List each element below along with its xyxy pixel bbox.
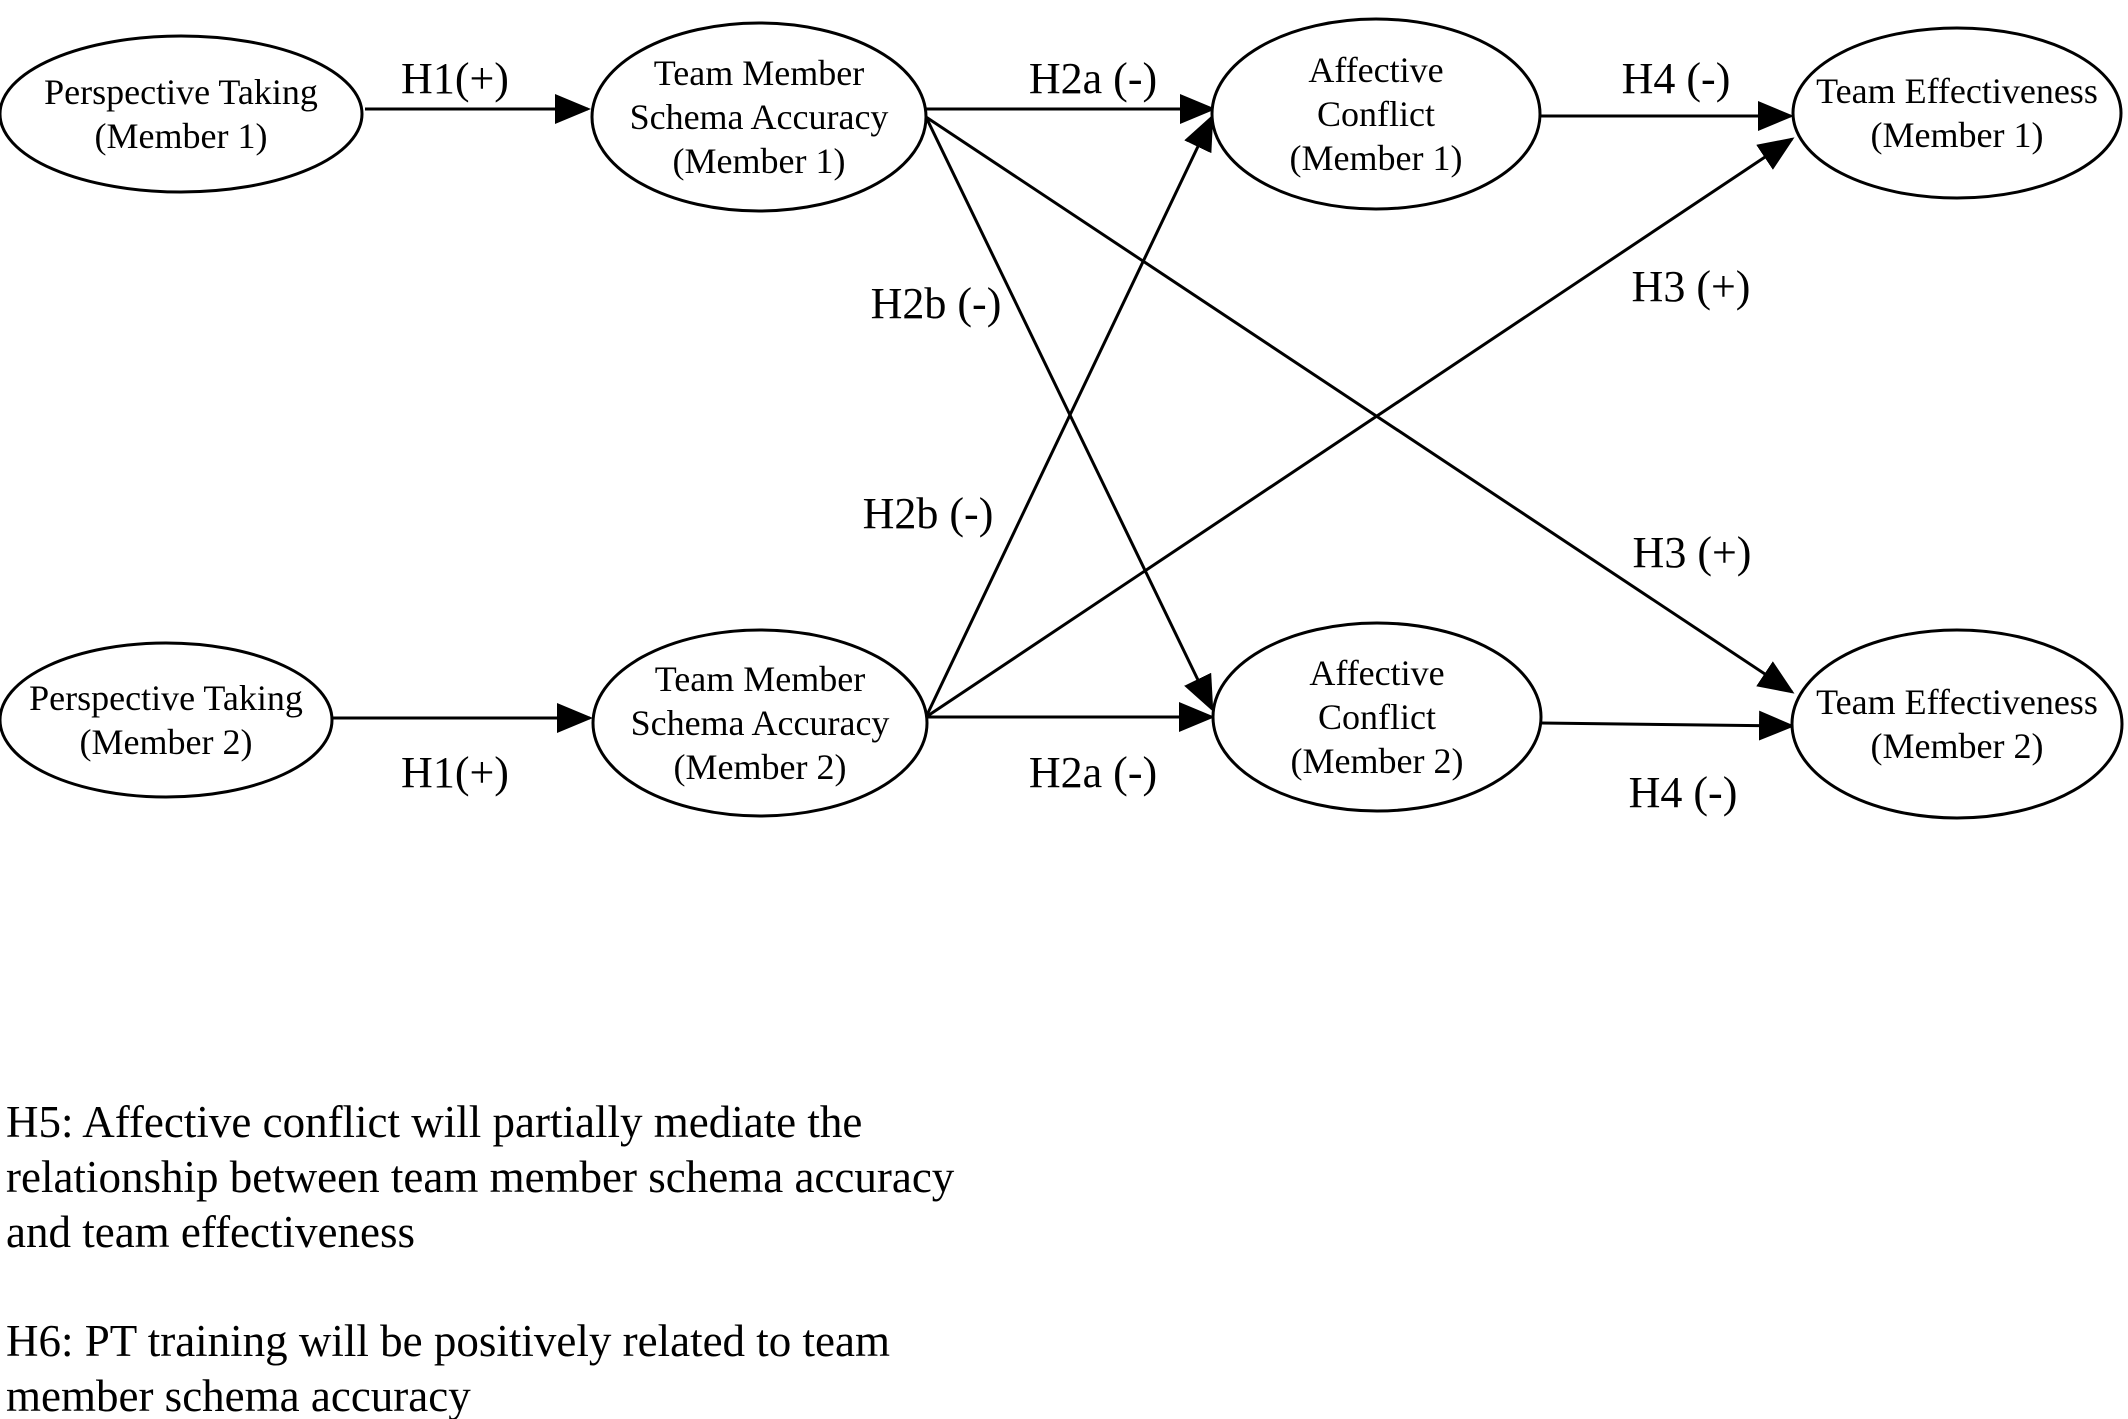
edge-label-h2a-m2: H2a (-) bbox=[1029, 748, 1157, 797]
edge-h3-m2-to-m1-arrow bbox=[925, 137, 1795, 719]
edge-label-h1-m1: H1(+) bbox=[401, 54, 509, 103]
edge-h3-m1-to-m2-arrow bbox=[925, 115, 1795, 694]
edges-layer bbox=[333, 94, 1795, 741]
node-ac2-label-line: (Member 2) bbox=[1291, 741, 1464, 781]
nodes-layer: Perspective Taking(Member 1)Team MemberS… bbox=[0, 17, 2124, 820]
node-te1-ellipse bbox=[1791, 26, 2123, 200]
node-pt1: Perspective Taking(Member 1) bbox=[0, 34, 364, 194]
note-h6-line: H6: PT training will be positively relat… bbox=[6, 1316, 890, 1366]
node-ac2-label-line: Affective bbox=[1309, 653, 1444, 693]
edge-h2b-m2-to-m1-arrow bbox=[924, 114, 1214, 718]
edge-label-h3-m1-to-m2: H3 (+) bbox=[1633, 528, 1752, 577]
node-pt2-label-line: (Member 2) bbox=[80, 722, 253, 762]
node-pt2-label-line: Perspective Taking bbox=[29, 678, 303, 718]
note-h5-line: and team effectiveness bbox=[6, 1207, 415, 1257]
node-ac1-label-line: Affective bbox=[1308, 50, 1443, 90]
node-pt2: Perspective Taking(Member 2) bbox=[0, 641, 334, 799]
node-tmsa1-ellipse bbox=[590, 21, 928, 213]
node-te2-label-line: Team Effectiveness bbox=[1816, 682, 2098, 722]
node-tmsa2-label-line: (Member 2) bbox=[674, 747, 847, 787]
note-h5-line: H5: Affective conflict will partially me… bbox=[6, 1097, 862, 1147]
note-h6: H6: PT training will be positively relat… bbox=[6, 1316, 890, 1419]
node-pt1-ellipse bbox=[0, 34, 364, 194]
edge-label-h1-m2: H1(+) bbox=[401, 748, 509, 797]
node-pt2-ellipse bbox=[0, 641, 334, 799]
node-tmsa2-ellipse bbox=[591, 628, 929, 818]
node-pt1-label-line: (Member 1) bbox=[95, 116, 268, 156]
note-h6-line: member schema accuracy bbox=[6, 1371, 471, 1419]
node-ac1-label-line: Conflict bbox=[1317, 94, 1435, 134]
edge-label-h4-m1: H4 (-) bbox=[1622, 54, 1731, 103]
node-tmsa1-label-line: (Member 1) bbox=[673, 141, 846, 181]
node-ac1-label-line: (Member 1) bbox=[1290, 138, 1463, 178]
node-ac1-ellipse bbox=[1210, 17, 1542, 211]
edge-label-h2b-m1-to-m2: H2b (-) bbox=[871, 279, 1002, 328]
notes-layer: H5: Affective conflict will partially me… bbox=[6, 1097, 955, 1419]
node-te1-label-line: (Member 1) bbox=[1871, 115, 2044, 155]
edge-label-h2b-m2-to-m1: H2b (-) bbox=[863, 489, 994, 538]
edge-label-h2a-m1: H2a (-) bbox=[1029, 54, 1157, 103]
edge-h2b-m1-to-m2-arrow bbox=[924, 116, 1214, 712]
note-h5-line: relationship between team member schema … bbox=[6, 1152, 955, 1202]
node-ac2-label-line: Conflict bbox=[1318, 697, 1436, 737]
note-h5: H5: Affective conflict will partially me… bbox=[6, 1097, 955, 1257]
node-tmsa1-label-line: Schema Accuracy bbox=[630, 97, 889, 137]
node-te2-ellipse bbox=[1790, 628, 2124, 820]
edge-h4-m2-arrow bbox=[1540, 710, 1795, 741]
node-te1-label-line: Team Effectiveness bbox=[1816, 71, 2098, 111]
node-ac2-ellipse bbox=[1211, 621, 1543, 813]
node-te2: Team Effectiveness(Member 2) bbox=[1790, 628, 2124, 820]
node-tmsa2-label-line: Schema Accuracy bbox=[631, 703, 890, 743]
node-pt1-label-line: Perspective Taking bbox=[44, 72, 318, 112]
edge-label-h3-m2-to-m1: H3 (+) bbox=[1632, 262, 1751, 311]
node-tmsa1-label-line: Team Member bbox=[654, 53, 864, 93]
node-te2-label-line: (Member 2) bbox=[1871, 726, 2044, 766]
node-tmsa2-label-line: Team Member bbox=[655, 659, 865, 699]
node-te1: Team Effectiveness(Member 1) bbox=[1791, 26, 2123, 200]
edge-labels-layer: H1(+) H2a (-) H4 (-) H1(+) H2a (-) H4 (-) H2b … bbox=[401, 54, 1751, 817]
edge-label-h4-m2: H4 (-) bbox=[1629, 768, 1738, 817]
